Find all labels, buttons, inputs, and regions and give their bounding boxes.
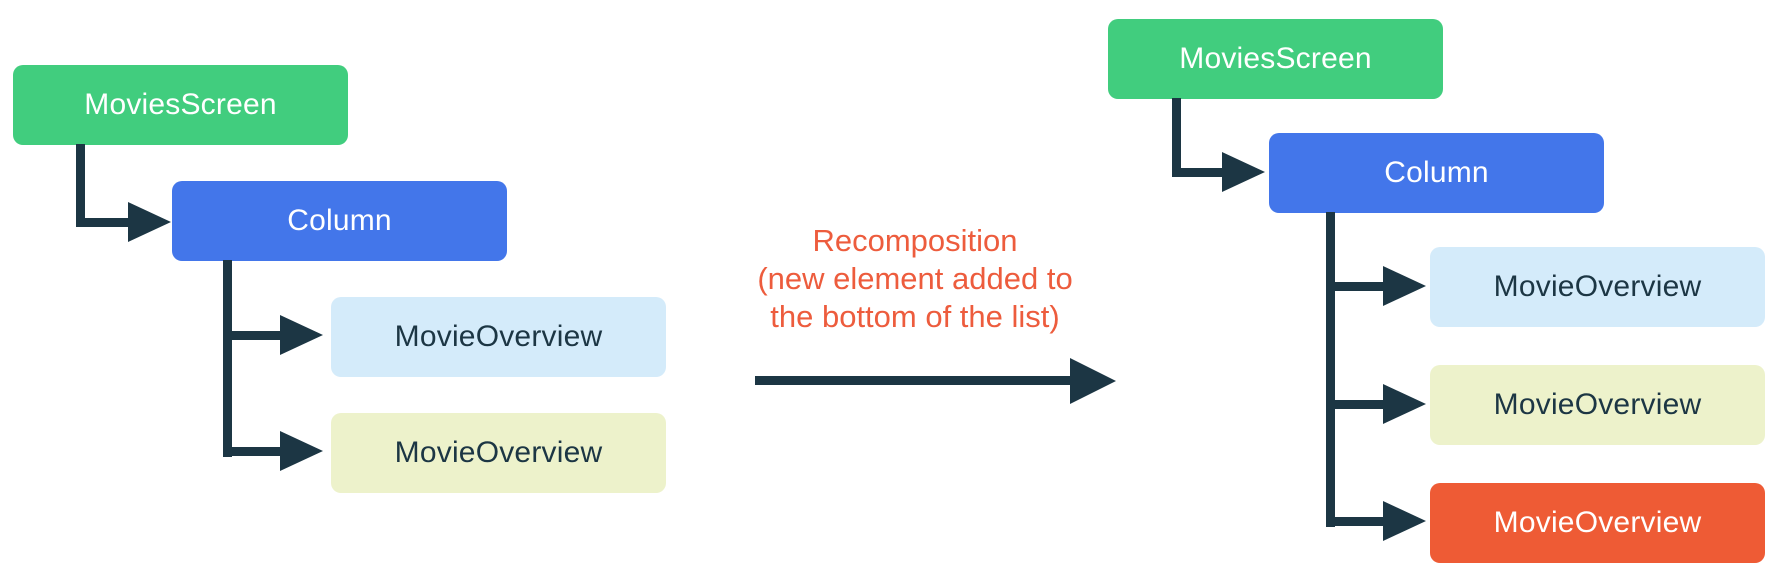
after-column-trunk (1326, 212, 1335, 527)
after-moviesscreen-node: MoviesScreen (1108, 19, 1443, 99)
after-column-node: Column (1269, 133, 1604, 213)
arrow-head-icon (1383, 384, 1426, 424)
after-branch-1 (1326, 282, 1383, 291)
after-branch-2 (1326, 400, 1383, 409)
arrow-head-icon (280, 431, 323, 471)
caption-line-2: (new element added to (757, 261, 1073, 296)
after-root-connector-horizontal (1172, 168, 1222, 177)
after-movieoverview-node-1: MovieOverview (1430, 247, 1765, 327)
after-branch-3 (1326, 517, 1383, 526)
after-root-connector-vertical (1172, 98, 1181, 177)
before-branch-2 (223, 447, 280, 456)
before-moviesscreen-node: MoviesScreen (13, 65, 348, 145)
before-movieoverview-node-2: MovieOverview (331, 413, 666, 493)
caption-line-3: the bottom of the list) (770, 299, 1060, 334)
arrow-head-icon (1222, 152, 1265, 192)
arrow-head-icon (1070, 358, 1116, 404)
arrow-head-icon (1383, 501, 1426, 541)
after-movieoverview-node-3-new: MovieOverview (1430, 483, 1765, 563)
before-column-node: Column (172, 181, 507, 261)
before-branch-1 (223, 331, 280, 340)
before-root-connector-vertical (76, 144, 85, 227)
after-movieoverview-node-2: MovieOverview (1430, 365, 1765, 445)
caption-line-1: Recomposition (812, 223, 1018, 258)
before-movieoverview-node-1: MovieOverview (331, 297, 666, 377)
before-column-trunk (223, 260, 232, 457)
arrow-head-icon (1383, 266, 1426, 306)
before-root-connector-horizontal (76, 218, 128, 227)
recomposition-caption: Recomposition (new element added to the … (648, 222, 1182, 336)
arrow-head-icon (128, 202, 171, 242)
arrow-head-icon (280, 315, 323, 355)
transition-arrow-shaft (755, 376, 1070, 385)
